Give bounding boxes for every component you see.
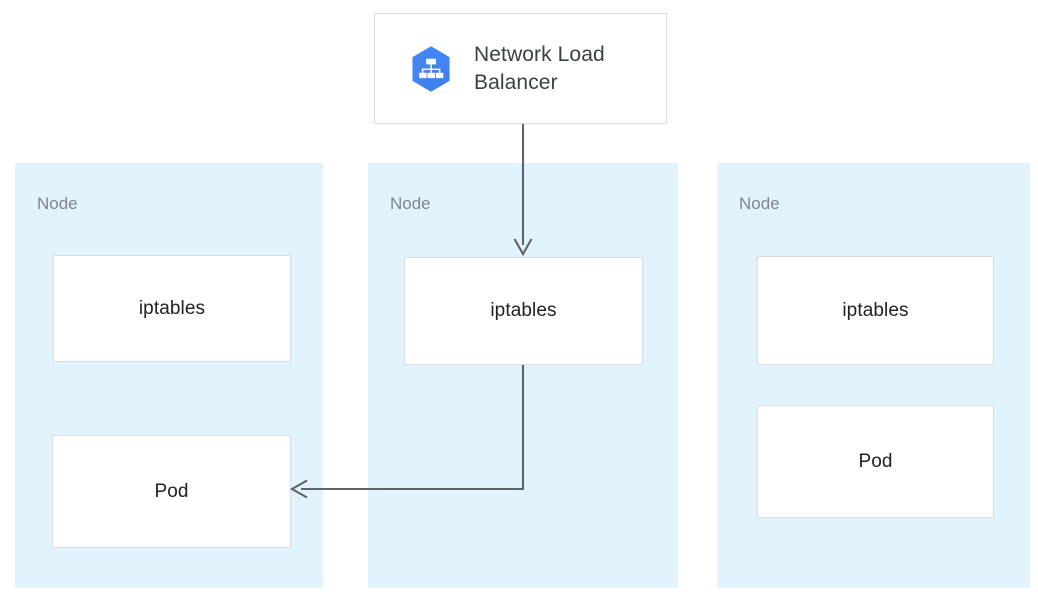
node-3-iptables-label: iptables xyxy=(842,299,909,321)
node-1-pod-box[interactable]: Pod xyxy=(52,435,291,548)
node-label-1: Node xyxy=(37,194,78,213)
node-label-3: Node xyxy=(739,194,780,213)
node-1-pod-label: Pod xyxy=(154,480,189,502)
node-3-pod-label: Pod xyxy=(858,450,893,472)
node-3-iptables-box[interactable]: iptables xyxy=(757,256,994,365)
node-2-iptables-box[interactable]: iptables xyxy=(404,257,643,365)
network-load-balancer-card[interactable]: Network Load Balancer xyxy=(374,13,667,124)
node-panel-2: Node iptables xyxy=(368,163,678,588)
network-load-balancer-label: Network Load Balancer xyxy=(474,42,605,94)
network-load-balancer-hexagon-icon xyxy=(412,45,450,92)
node-1-iptables-box[interactable]: iptables xyxy=(53,255,291,362)
node-2-iptables-label: iptables xyxy=(490,300,557,321)
node-3-pod-box[interactable]: Pod xyxy=(757,405,994,518)
node-1-iptables-label: iptables xyxy=(138,297,206,319)
node-label-2: Node xyxy=(390,194,431,213)
node-panel-3: Node iptables Pod xyxy=(717,163,1030,588)
node-panel-1: Node iptables Pod xyxy=(15,163,323,588)
